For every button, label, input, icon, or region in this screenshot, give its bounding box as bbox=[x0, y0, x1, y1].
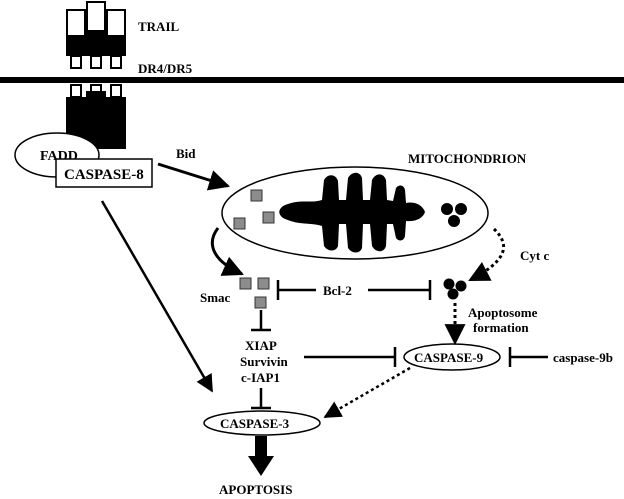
cytc-label: Cyt c bbox=[520, 248, 549, 263]
cell-membrane bbox=[0, 77, 624, 83]
caspase9-to-caspase3-arrow bbox=[323, 366, 411, 419]
cytc-dots-inside-mito bbox=[441, 203, 467, 227]
caspase8-box bbox=[55, 158, 153, 188]
caspase3-to-apoptosis-arrow bbox=[248, 436, 274, 476]
survivin-label: Survivin bbox=[240, 354, 288, 369]
mito-to-smac-arrow bbox=[210, 227, 244, 276]
bcl2-inhibits-cytc bbox=[368, 280, 432, 300]
caspase9b-label: caspase-9b bbox=[553, 350, 613, 365]
caspase9b-inhibits-caspase9 bbox=[508, 347, 548, 367]
caspase8-to-caspase3-arrow bbox=[100, 200, 214, 393]
apoptosome-label-line2: formation bbox=[473, 320, 529, 335]
smac-squares-released bbox=[239, 277, 270, 309]
caspase9-shape bbox=[403, 343, 501, 371]
smac-squares-inside-mito bbox=[233, 189, 275, 230]
trail-receptor-complex bbox=[66, 1, 126, 149]
cytc-release-arrow bbox=[468, 227, 505, 282]
smac-label: Smac bbox=[200, 290, 231, 305]
bcl2-label: Bcl-2 bbox=[323, 283, 352, 298]
cytc-dots-released bbox=[443, 278, 467, 300]
bid-label: Bid bbox=[176, 146, 196, 161]
caspase8-label: CASPASE-8 bbox=[64, 167, 144, 183]
ciap1-label: c-IAP1 bbox=[241, 370, 280, 385]
receptor-label: DR4/DR5 bbox=[138, 61, 193, 76]
caspase3-shape bbox=[203, 410, 321, 436]
iaps-inhibit-caspase3 bbox=[251, 388, 271, 410]
caspase8-to-mito-arrow bbox=[157, 162, 231, 191]
caspase3-label: CASPASE-3 bbox=[220, 416, 290, 431]
cristae bbox=[279, 172, 425, 253]
trail-label: TRAIL bbox=[138, 19, 180, 34]
bcl2-inhibits-smac bbox=[276, 280, 316, 300]
caspase9-label: CASPASE-9 bbox=[414, 350, 484, 365]
xiap-label: XIAP bbox=[245, 338, 277, 353]
smac-inhibits-iaps bbox=[251, 310, 271, 332]
iaps-inhibit-caspase9 bbox=[304, 347, 397, 367]
mitochondrion-label: MITOCHONDRION bbox=[408, 151, 527, 166]
apoptosis-label: APOPTOSIS bbox=[219, 482, 292, 497]
apoptosome-label-line1: Apoptosome bbox=[468, 305, 538, 320]
